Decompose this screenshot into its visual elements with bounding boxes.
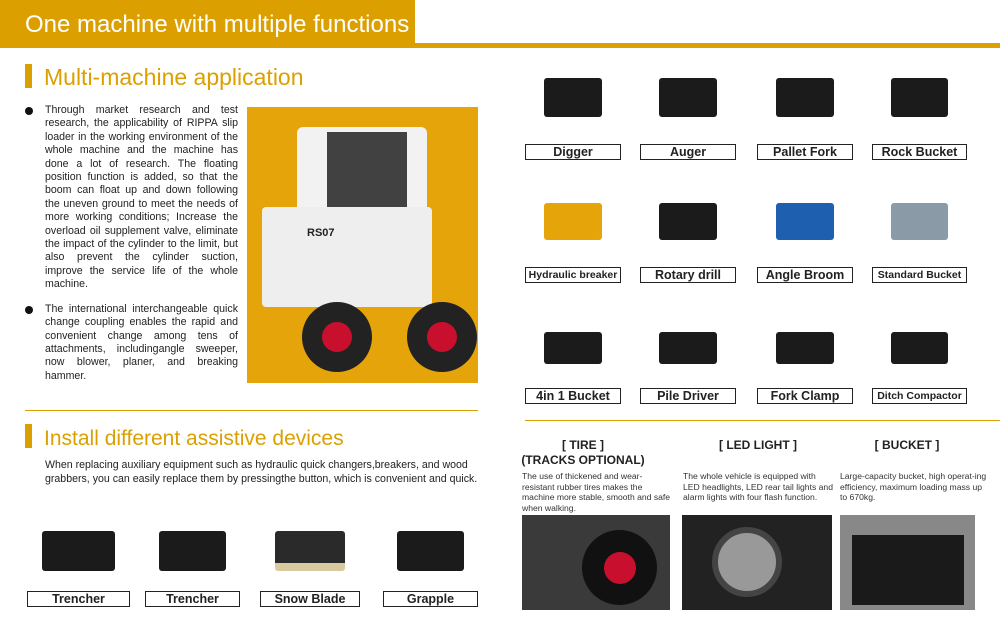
section-title-text: Multi-machine application — [44, 64, 304, 90]
title-marker — [25, 424, 32, 448]
led-light-photo — [682, 515, 832, 610]
feature-led-title: [ LED LIGHT ] — [719, 438, 797, 452]
section-title-assistive: Install different assistive devices — [25, 424, 344, 451]
section-divider — [25, 410, 478, 411]
bucket-photo — [840, 515, 975, 610]
machine-model-label: RS07 — [307, 227, 335, 239]
device-image — [383, 515, 478, 587]
tire-photo — [522, 515, 670, 610]
attachment-label: Rotary drill — [640, 267, 736, 283]
title-marker — [25, 64, 32, 88]
device-label: Trencher — [145, 591, 240, 607]
device-label: Trencher — [27, 591, 130, 607]
features-divider — [525, 420, 1000, 421]
attachment-label: 4in 1 Bucket — [525, 388, 621, 404]
attachment-label: Angle Broom — [757, 267, 853, 283]
feature-tire-subtitle: (TRACKS OPTIONAL) — [521, 453, 645, 467]
feature-led-desc: The whole vehicle is equipped with LED h… — [683, 471, 833, 502]
attachment-image — [872, 312, 967, 384]
attachment-label: Hydraulic breaker — [525, 267, 621, 283]
attachment-image — [525, 180, 621, 263]
device-image — [260, 515, 360, 587]
device-label: Grapple — [383, 591, 478, 607]
attachment-label: Pallet Fork — [757, 144, 853, 160]
bullet-text: Through market research and test researc… — [45, 104, 238, 291]
feature-tire-desc: The use of thickened and wear-resistant … — [522, 471, 671, 513]
bullet-2: The international interchangeable quick … — [25, 303, 238, 383]
attachment-image — [757, 55, 853, 140]
page-header: One machine with multiple functions — [0, 0, 415, 48]
attachment-label: Standard Bucket — [872, 267, 967, 283]
feature-tire-title: [ TIRE ] — [562, 438, 604, 452]
attachment-image — [525, 55, 621, 140]
attachment-label: Fork Clamp — [757, 388, 853, 404]
attachment-label: Digger — [525, 144, 621, 160]
bullet-text: The international interchangeable quick … — [45, 302, 238, 382]
bullet-icon — [25, 107, 33, 115]
attachment-label: Pile Driver — [640, 388, 736, 404]
attachment-image — [525, 312, 621, 384]
bullet-icon — [25, 305, 33, 314]
section2-text: When replacing auxiliary equipment such … — [45, 459, 478, 485]
section-title-multi-machine: Multi-machine application — [25, 64, 304, 91]
attachment-label: Auger — [640, 144, 736, 160]
device-label: Snow Blade — [260, 591, 360, 607]
attachment-label: Rock Bucket — [872, 144, 967, 160]
attachment-image — [872, 180, 967, 263]
attachment-image — [757, 312, 853, 384]
header-rule — [415, 43, 1000, 48]
attachment-image — [640, 312, 736, 384]
feature-bucket-title: [ BUCKET ] — [874, 438, 940, 452]
bullet-1: Through market research and test researc… — [25, 104, 238, 292]
device-image — [145, 515, 240, 587]
feature-bucket-desc: Large-capacity bucket, high operat-ing e… — [840, 471, 987, 502]
skid-steer-loader-image: RS07 — [247, 107, 478, 383]
attachment-image — [640, 55, 736, 140]
attachment-image — [757, 180, 853, 263]
device-image — [27, 515, 130, 587]
attachment-image — [640, 180, 736, 263]
section-title-text: Install different assistive devices — [44, 427, 344, 450]
attachment-image — [872, 55, 967, 140]
attachment-label: Ditch Compactor — [872, 388, 967, 404]
bullet-list: Through market research and test researc… — [25, 104, 238, 383]
